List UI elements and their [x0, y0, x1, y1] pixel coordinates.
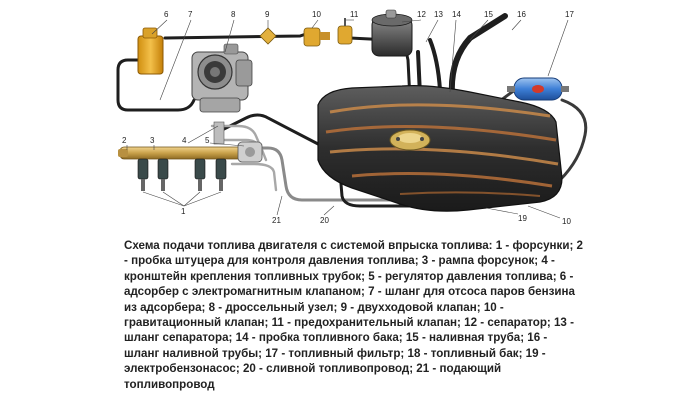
fuel-filter — [507, 77, 569, 101]
injector-3 — [194, 158, 206, 191]
callout-2: 2 — [122, 136, 127, 145]
hose-7-adsorber-to-throttle — [116, 58, 196, 112]
adsorber — [137, 27, 164, 75]
callout-19: 19 — [518, 214, 527, 223]
callout-12: 12 — [417, 10, 426, 19]
fuel-pump-flange — [389, 129, 431, 151]
tube-bracket — [213, 121, 225, 145]
two-way-valve — [259, 27, 277, 45]
callout-21: 21 — [272, 216, 281, 225]
callout-7: 7 — [188, 10, 193, 19]
callout-17: 17 — [565, 10, 574, 19]
callout-14: 14 — [452, 10, 461, 19]
callout-6: 6 — [164, 10, 169, 19]
injector-2 — [157, 158, 169, 191]
injector-1 — [137, 158, 149, 191]
callout-20: 20 — [320, 216, 329, 225]
callout-4: 4 — [182, 136, 187, 145]
throttle-body — [191, 43, 253, 113]
callout-5: 5 — [205, 136, 210, 145]
separator — [371, 9, 413, 57]
callout-16: 16 — [517, 10, 526, 19]
injector-rail — [118, 141, 263, 163]
callout-1: 1 — [181, 207, 186, 216]
callout-10-bottom: 10 — [562, 217, 571, 226]
callout-10-top: 10 — [312, 10, 321, 19]
injectors — [137, 158, 227, 191]
callout-labels: 1 2 3 4 5 6 7 8 9 10 11 12 13 14 15 16 1… — [122, 10, 574, 226]
injector-4 — [215, 158, 227, 191]
figure-caption: Схема подачи топлива двигателя с системо… — [124, 239, 583, 391]
gravity-valve — [303, 27, 330, 47]
callout-11: 11 — [350, 10, 359, 19]
callout-9: 9 — [265, 10, 270, 19]
fuel-tank — [317, 85, 563, 212]
callout-15: 15 — [484, 10, 493, 19]
callout-13: 13 — [434, 10, 443, 19]
callout-3: 3 — [150, 136, 155, 145]
leader-lines — [126, 19, 569, 219]
hose-16-filler-neck — [448, 13, 508, 98]
safety-valve — [337, 18, 353, 45]
callout-8: 8 — [231, 10, 236, 19]
fuel-system-diagram: 1 2 3 4 5 6 7 8 9 10 11 12 13 14 15 16 1… — [116, 9, 588, 226]
